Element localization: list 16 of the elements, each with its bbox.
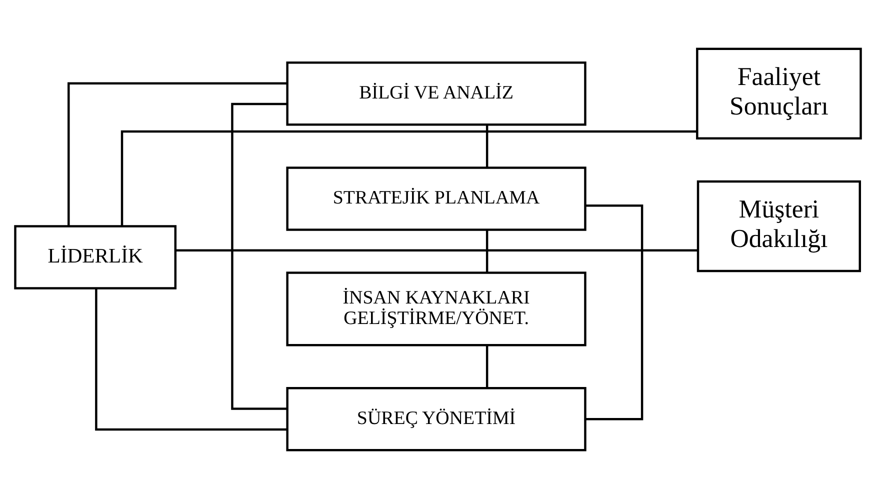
connector xyxy=(68,82,288,226)
connector xyxy=(486,346,488,388)
connector xyxy=(486,230,488,272)
node-box: Faaliyet Sonuçları xyxy=(696,48,862,140)
node-box: BİLGİ VE ANALİZ xyxy=(286,62,586,126)
connector xyxy=(486,125,488,168)
node-box: İNSAN KAYNAKLARI GELİŞTİRME/YÖNET. xyxy=(286,272,586,346)
connector xyxy=(120,130,698,226)
connector xyxy=(585,204,644,420)
connector xyxy=(95,288,288,431)
node-box: STRATEJİK PLANLAMA xyxy=(286,166,586,231)
node-box: SÜREÇ YÖNETİMİ xyxy=(286,387,586,452)
node-box: LİDERLİK xyxy=(14,225,177,290)
connector xyxy=(176,249,698,252)
node-box: Müşteri Odakılığı xyxy=(696,180,861,272)
connector xyxy=(231,102,287,410)
